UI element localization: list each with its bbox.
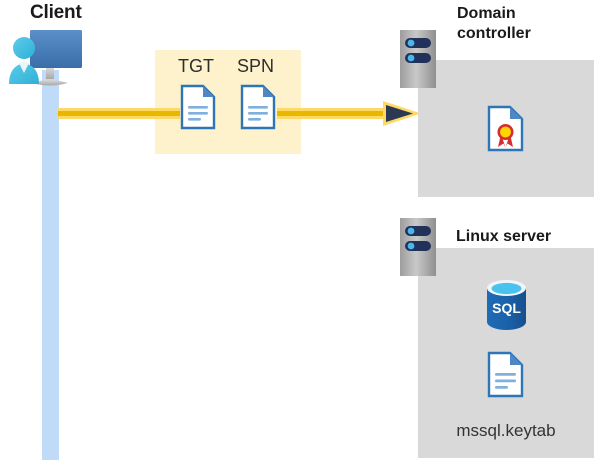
sql-database-icon: SQL (487, 280, 526, 330)
domain-controller-title: Domain controller (457, 4, 597, 45)
linux-server-rack-icon (400, 218, 436, 276)
client-to-domain-controller-arrow (58, 101, 421, 126)
keytab-document-icon (487, 351, 524, 398)
spn-document-icon (240, 84, 276, 130)
client-lifeline (42, 70, 59, 460)
keytab-filename-label: mssql.keytab (456, 421, 556, 440)
user-with-monitor-icon (9, 30, 82, 86)
linux-server-title: Linux server (456, 228, 552, 245)
message-payload-box (155, 50, 301, 154)
domain-controller-title-line1: Domain (457, 5, 516, 22)
domain-controller-server-rack-icon (400, 30, 436, 88)
tgt-label: TGT (178, 56, 214, 76)
client-label: Client (30, 2, 82, 23)
spn-label: SPN (237, 56, 275, 76)
certificate-document-icon (487, 105, 524, 152)
sql-icon-label: SQL (492, 300, 521, 316)
domain-controller-title-line2: controller (457, 25, 531, 43)
tgt-document-icon (180, 84, 216, 130)
